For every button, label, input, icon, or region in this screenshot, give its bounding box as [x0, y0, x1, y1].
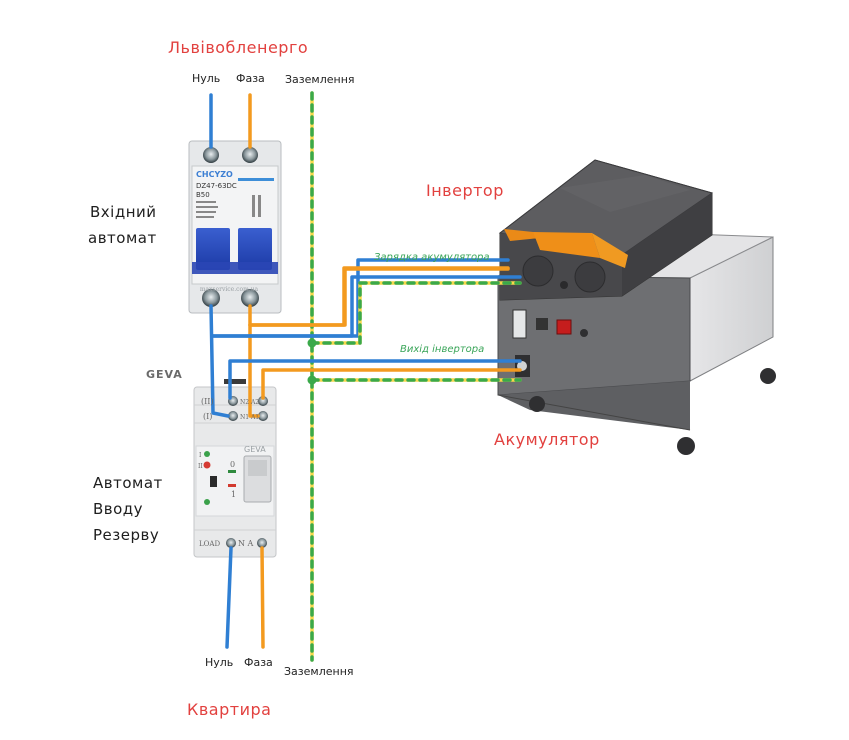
ats-input1-terms: N1 A1: [240, 414, 259, 421]
ats-ind-one: I: [199, 452, 202, 459]
inverter-side: [622, 193, 712, 296]
label-battery: Акумулятор: [494, 430, 600, 449]
ats-screw-a1: [258, 411, 268, 421]
ats-ind-two: II: [198, 463, 203, 470]
title-apartment: Квартира: [187, 700, 272, 719]
ats-device-brand: GEVA: [244, 445, 266, 454]
wire-phase-to-ats-in1: [248, 304, 260, 418]
ats-green-mark: [228, 470, 236, 473]
label-ats-3: Резерву: [93, 526, 160, 544]
inverter-fan-right: [574, 261, 606, 293]
ats-pos-one: 1: [231, 490, 236, 499]
inverter-fan-left: [522, 255, 554, 287]
breaker-model: DZ47-63DC: [196, 182, 237, 190]
ats-load-terms: N A: [238, 539, 254, 548]
ats-din-clip: [224, 379, 246, 384]
label-neutral-bottom: Нуль: [205, 656, 234, 669]
front-indicator: [580, 329, 588, 337]
inverter-trim-center: [533, 232, 600, 258]
inverter-trim-left: [504, 229, 540, 241]
ats-load-label: LOAD: [199, 540, 220, 548]
front-breaker: [512, 309, 527, 339]
label-inverter-output: Вихід інвертора: [400, 344, 485, 355]
ats-led-3: [204, 499, 210, 505]
breaker-screw-top-neutral: [203, 147, 219, 163]
label-neutral-top: Нуль: [192, 72, 221, 85]
geva-logo: GEVA: [146, 368, 183, 381]
wheel: [677, 437, 695, 455]
wire-phase-out: [260, 546, 265, 649]
breaker-toggle-right: [238, 228, 272, 270]
label-charging: Зарядка акумулятора: [374, 252, 490, 263]
ats-screw-a2: [258, 396, 268, 406]
label-phase-top: Фаза: [236, 72, 265, 85]
wires: [209, 91, 522, 662]
front-switch: [536, 318, 548, 330]
breaker-screw-bottom-neutral: [202, 289, 220, 307]
ground-junction: [307, 338, 317, 348]
label-inverter: Інвертор: [426, 181, 504, 200]
ats-screw-n1: [228, 411, 238, 421]
breaker-toggle-left: [196, 228, 230, 270]
ats-device: [193, 379, 277, 558]
input-breaker: maxservice.com.ua CHCYZO DZ47-63DC B50: [188, 140, 282, 314]
label-ground-bottom: Заземлення: [284, 665, 354, 678]
ats-selector: [210, 476, 217, 487]
label-ground-top: Заземлення: [285, 73, 355, 86]
label-input-breaker-2: автомат: [88, 229, 157, 247]
title-utility: Львівобленерго: [168, 38, 309, 57]
label-input-breaker-1: Вхідний: [90, 203, 157, 221]
ats-led-2: [203, 461, 211, 469]
ats-led-1: [204, 451, 210, 457]
label-ats-1: Автомат: [93, 474, 163, 492]
breaker-screw-top-phase: [242, 147, 258, 163]
label-phase-bottom: Фаза: [244, 656, 273, 669]
inverter-trim-right: [592, 233, 628, 268]
label-ats-2: Вводу: [93, 500, 144, 518]
front-power-button: [556, 319, 572, 335]
ats-screw-load-a: [257, 538, 267, 548]
wire-output-phase: [261, 368, 522, 400]
breaker-spec-lines: [196, 195, 261, 218]
wheel: [529, 396, 545, 412]
ground-junction: [307, 375, 317, 385]
ats-pos-zero: 0: [230, 460, 235, 469]
ats-input2-terms: N2 A2: [240, 399, 259, 406]
ats-red-mark: [228, 484, 236, 487]
ats-input1-label: (I): [203, 412, 212, 421]
wheel: [760, 368, 776, 384]
inverter-battery-unit: [496, 159, 776, 455]
wire-neutral-to-ats-in1: [209, 304, 230, 418]
breaker-brand: CHCYZO: [196, 170, 233, 179]
ats-input2-label: (II): [201, 397, 214, 406]
breaker-watermark: maxservice.com.ua: [200, 286, 259, 293]
ats-labels: (II) N2 A2 (I) N1 A1 LOAD N A 0 1 I II G…: [198, 397, 266, 548]
breaker-screw-bottom-phase: [241, 289, 259, 307]
ats-screw-load-n: [226, 538, 236, 548]
breaker-rating: B50: [196, 191, 210, 199]
breaker-stripe: [238, 178, 274, 181]
wire-neutral-out: [225, 546, 233, 649]
wire-output-neutral: [228, 359, 522, 400]
